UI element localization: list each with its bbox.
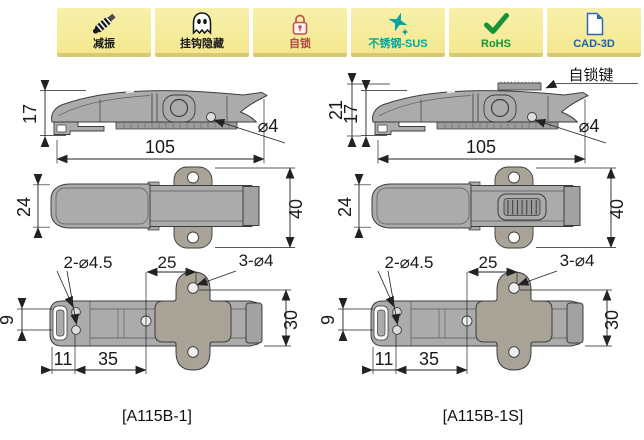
shock-absorber-icon [89,10,119,38]
padlock-icon [285,10,315,38]
dim-side-hole: ⌀4 [258,116,279,136]
dim-side-length: 105 [466,137,496,157]
slide-button [497,193,547,221]
dim-hole-span: 35 [98,349,118,369]
dim-edge-offset: 11 [54,349,73,369]
feature-badge-stainless: 不锈钢-SUS [351,8,445,57]
dim-top-width: 24 [335,197,355,217]
feature-badge-rohs: RoHS [449,8,543,57]
feature-badge-self-lock: 自锁 [253,8,347,57]
dim-side-height: 17 [20,104,40,124]
feature-badge-hidden-hook: 挂钩隐藏 [155,8,249,57]
self-lock-key [497,82,542,91]
latch-views-a115b-1 [17,80,295,374]
dim-plate-holes: 3-⌀4 [239,251,274,270]
dim-front-holes: 2-⌀4.5 [385,253,434,272]
dim-hole-span: 35 [419,349,439,369]
dim-lines-total-height [347,73,390,147]
badge-label: 自锁 [289,38,311,50]
self-lock-key-callout: 自锁键 [568,67,613,84]
badge-label: 不锈钢-SUS [368,38,428,50]
badge-label: CAD-3D [573,38,615,50]
dim-side-height: 17 [341,104,361,124]
feature-badge-damping: 减振 [57,8,151,57]
dim-plate-width: 30 [281,310,301,330]
feature-badges-row: 减振 挂钩隐藏 自锁 [57,8,641,57]
dim-plate-width: 30 [602,310,622,330]
self-lock-extras [347,73,638,221]
dim-front-holes: 2-⌀4.5 [64,253,113,272]
dim-slot-height: 9 [0,315,17,325]
left-dim-texts: 17 105 ⌀4 24 40 2-⌀4.5 25 3-⌀4 9 30 11 3… [0,104,306,425]
dim-total-height: 21 [326,100,346,120]
right-dim-texts: 21 17 105 ⌀4 自锁键 24 40 2-⌀4.5 25 3-⌀4 9 … [318,67,627,425]
dim-side-length: 105 [145,137,175,157]
ghost-icon [187,10,217,38]
badge-label: 减振 [93,38,115,50]
badge-label: 挂钩隐藏 [180,38,224,50]
model-label-a115b-1: [A115B-1] [122,408,192,425]
dim-slot-height: 9 [318,315,338,325]
check-icon [481,10,511,38]
dim-side-hole: ⌀4 [579,116,600,136]
dim-top-width: 24 [14,197,34,217]
sparkle-icon [383,10,413,38]
feature-badge-cad3d: CAD-3D [547,8,641,57]
model-label-a115b-1s: [A115B-1S] [443,408,524,425]
badge-label: RoHS [481,38,511,50]
dim-plate-length: 40 [286,199,306,219]
dim-plate-length: 40 [607,199,627,219]
dim-plate-holes: 3-⌀4 [560,251,595,270]
dim-hole-pitch: 25 [158,253,177,272]
dim-hole-pitch: 25 [479,253,498,272]
latch-views-a115b-1s [338,80,616,374]
document-icon [579,10,609,38]
dim-edge-offset: 11 [375,349,394,369]
